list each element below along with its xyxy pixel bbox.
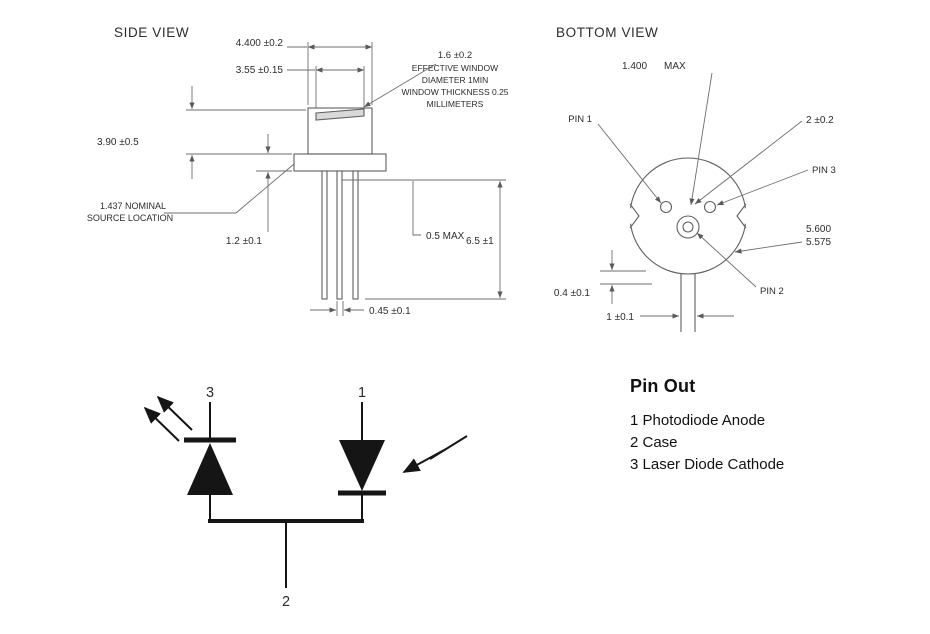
lead-right	[352, 170, 359, 300]
dim-window-width-label: 3.55 ±0.15	[236, 65, 284, 76]
dim-flange-thickness-label: 1.2 ±0.1	[226, 236, 263, 247]
pinout-title: Pin Out	[630, 376, 696, 396]
side-view-drawing	[293, 107, 387, 300]
dim-standoff-label: 0.5 MAX	[426, 231, 465, 242]
dim-lead-diameter-label: 0.45 ±0.1	[369, 306, 411, 317]
dim-bv-window-label: 1.400	[622, 61, 647, 72]
dim-cap-width-label: 4.400 ±0.2	[236, 38, 284, 49]
dim-bv-window-max-label: MAX	[664, 61, 686, 72]
emission-arrow-2	[143, 406, 180, 442]
window-note-line4: WINDOW THICKNESS 0.25	[401, 87, 508, 97]
lead-center	[336, 170, 343, 300]
pin1-hole	[659, 200, 673, 214]
dim-flat-depth-label: 0.4 ±0.1	[554, 288, 591, 299]
pinout-section: Pin Out 1 Photodiode Anode 2 Case 3 Lase…	[630, 376, 784, 476]
schematic-drawing	[143, 395, 468, 588]
pin2-label: PIN 2	[760, 286, 784, 297]
schematic-pin3-number: 3	[206, 385, 214, 401]
laser-diode-symbol	[187, 443, 233, 495]
schematic-pin2-number: 2	[282, 594, 290, 610]
source-note-line2: SOURCE LOCATION	[87, 213, 173, 223]
flange-outline	[293, 153, 387, 172]
side-view-title: SIDE VIEW	[114, 25, 189, 40]
pin2-post-outer	[676, 215, 700, 239]
dim-body-dia-max-label: 5.600	[806, 224, 831, 235]
side-view-dimensions	[164, 42, 506, 316]
schematic-pin1-number: 1	[358, 385, 366, 401]
lead-left	[321, 170, 328, 300]
window-note-line3: DIAMETER 1MIN	[422, 75, 489, 85]
pinout-item-2: 2 Case	[630, 434, 678, 451]
left-notch	[629, 203, 640, 229]
emission-arrow-1	[156, 395, 193, 431]
right-notch	[736, 203, 747, 229]
dim-pin-spacing-label: 2 ±0.2	[806, 115, 834, 126]
window-note-line1: 1.6 ±0.2	[438, 50, 472, 61]
window-glass	[315, 108, 365, 121]
pin2-post-inner	[682, 221, 694, 233]
bottom-view-drawing	[626, 157, 750, 332]
pin3-label: PIN 3	[812, 165, 836, 176]
dim-tab-width-label: 1 ±0.1	[606, 312, 634, 323]
incident-light-arrow	[402, 435, 468, 473]
bottom-view-dimensions	[597, 72, 809, 319]
photodiode-symbol	[339, 440, 385, 491]
dim-cap-height-label: 3.90 ±0.5	[97, 137, 139, 148]
dim-body-dia-min-label: 5.575	[806, 237, 831, 248]
window-note-line2: EFFECTIVE WINDOW	[412, 63, 498, 73]
source-note-line1: 1.437 NOMINAL	[100, 201, 166, 211]
pin1-label: PIN 1	[568, 114, 592, 125]
pinout-item-3: 3 Laser Diode Cathode	[630, 456, 785, 473]
bottom-view-title: BOTTOM VIEW	[556, 25, 658, 40]
pinout-item-1: 1 Photodiode Anode	[630, 412, 766, 429]
dim-lead-length-label: 6.5 ±1	[466, 236, 494, 247]
pin3-hole	[703, 200, 717, 214]
window-note-line5: MILLIMETERS	[427, 99, 484, 109]
